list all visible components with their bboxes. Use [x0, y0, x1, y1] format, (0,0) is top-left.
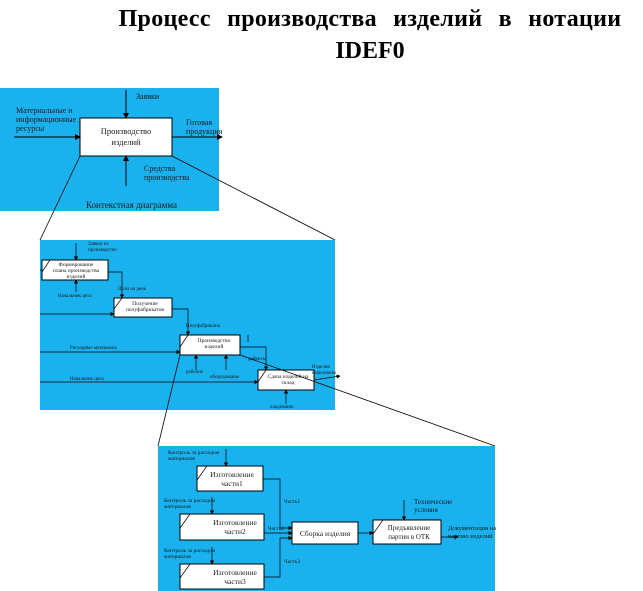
svg-text:Сборка изделия: Сборка изделия: [300, 529, 351, 538]
page-title-line2: IDEF0: [335, 38, 405, 64]
l1-label-shop-head: Начальник цеха: [70, 377, 104, 382]
l1-label-consumables: Расходные материалы: [70, 346, 117, 351]
l2-box-assembly: Сборка изделия: [291, 521, 359, 545]
l1-label-defect: дефекты: [248, 357, 267, 362]
l1-label-plan: Начальник цеха: [58, 294, 92, 299]
l1-label-equipment: оборудование: [210, 375, 240, 380]
l2-label-part3: Часть3: [284, 559, 300, 565]
l1-label-worker: рабочие: [186, 370, 204, 375]
page-title-line1: Процесс производства изделий в нотации: [118, 6, 622, 32]
context-caption: Контекстная диаграмма: [86, 200, 177, 210]
l1-label-semi: Полуфабрикаты: [186, 324, 221, 329]
l2-label-part1: Часть1: [284, 499, 300, 505]
context-control-label: Заявки: [136, 92, 160, 101]
l1-label-storekeeper: кладовщик: [270, 405, 294, 410]
l2-label-part2: Часть2: [268, 526, 284, 532]
l1-label-daily: Цели на день: [118, 287, 147, 292]
